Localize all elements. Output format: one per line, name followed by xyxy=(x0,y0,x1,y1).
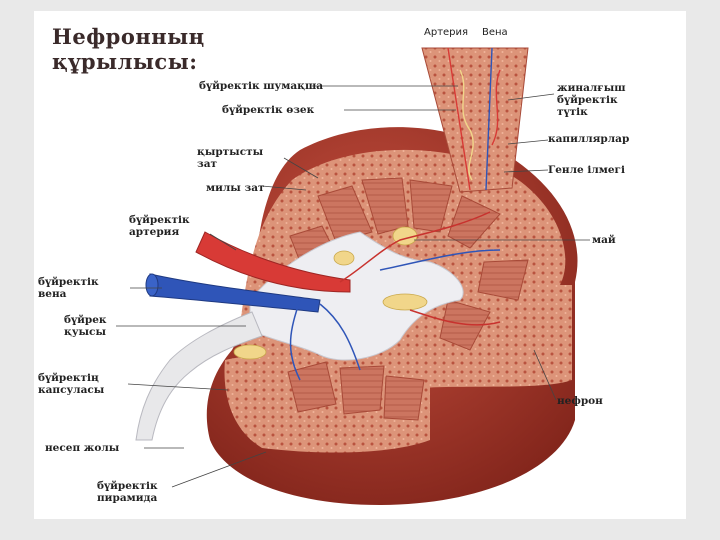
label-glomerulus: бүйректік шумақша xyxy=(199,80,324,92)
label-renal-pelvis: бүйрек қуысы xyxy=(64,314,107,338)
label-vein-header: Вена xyxy=(482,27,508,38)
label-cortex: қыртысты зат xyxy=(197,146,263,170)
label-fat: май xyxy=(592,234,616,246)
label-renal-pelvis-line2: қуысы xyxy=(64,326,106,338)
nephron-wedge xyxy=(421,47,529,193)
label-collecting-duct-line2: бүйректік xyxy=(557,94,618,106)
renal-vein xyxy=(149,273,321,313)
label-pyramid-line1: бүйректік xyxy=(97,480,158,492)
renal-artery xyxy=(195,231,351,293)
label-renal-capsule-line2: капсуласы xyxy=(38,384,105,396)
label-cortex-line1: қыртысты xyxy=(197,146,264,158)
label-renal-capsule: бүйректің капсуласы xyxy=(38,372,104,396)
label-henle-loop: Генле ілмегі xyxy=(548,164,625,176)
label-pyramid: бүйректік пирамида xyxy=(97,480,158,504)
leader-lines xyxy=(116,85,590,488)
label-ureter: несеп жолы xyxy=(45,442,120,454)
label-renal-vein: бүйректік вена xyxy=(38,276,99,300)
ureter xyxy=(135,311,263,441)
page-title-line1: Нефронның xyxy=(52,24,205,49)
label-renal-vein-line1: бүйректік xyxy=(38,276,99,288)
label-cortex-line2: зат xyxy=(197,158,218,170)
branch-vessels xyxy=(289,211,501,381)
label-pyramid-line2: пирамида xyxy=(97,492,158,504)
label-collecting-duct-line3: түтік xyxy=(557,106,588,118)
label-nephron: нефрон xyxy=(557,395,603,407)
label-capillaries: капиллярлар xyxy=(548,133,630,145)
wedge-vessels xyxy=(447,47,501,191)
label-collecting-duct: жиналғыш бүйректік түтік xyxy=(557,82,626,118)
label-medulla: милы зат xyxy=(206,182,265,194)
label-renal-artery-line1: бүйректік xyxy=(129,214,190,226)
label-renal-pelvis-line1: бүйрек xyxy=(64,314,107,326)
label-artery-header: Артерия xyxy=(424,27,469,38)
label-renal-vein-line2: вена xyxy=(38,288,67,300)
page-title-line2: құрылысы: xyxy=(52,49,198,74)
renal-pyramids xyxy=(287,177,529,421)
fat-deposits xyxy=(233,226,428,360)
label-renal-artery: бүйректік артерия xyxy=(129,214,190,238)
label-collecting-duct-line1: жиналғыш xyxy=(557,82,626,94)
label-tubule: бүйректік өзек xyxy=(222,104,315,116)
label-renal-capsule-line1: бүйректің xyxy=(38,372,99,384)
label-renal-artery-line2: артерия xyxy=(129,226,180,238)
